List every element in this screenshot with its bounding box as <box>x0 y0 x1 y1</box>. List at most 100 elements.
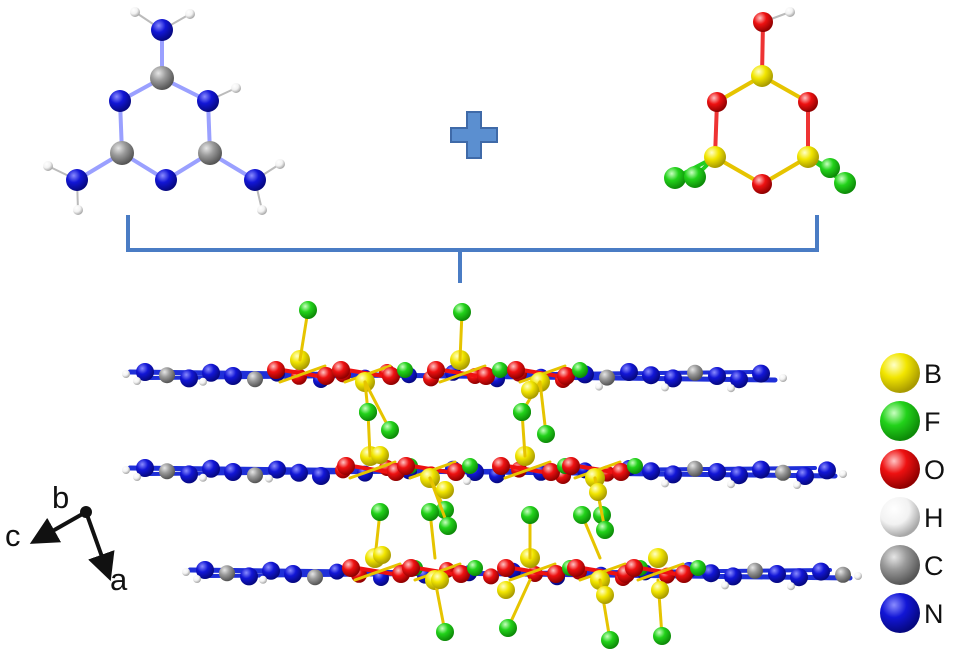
bond <box>503 460 552 480</box>
atom-b <box>648 548 668 568</box>
atom-n <box>180 465 198 484</box>
atom-n <box>196 561 214 579</box>
legend-swatch <box>880 353 920 393</box>
atom-n <box>708 367 726 385</box>
atom-o <box>547 565 565 583</box>
atom-n <box>109 90 131 112</box>
atom-b <box>521 381 539 399</box>
atom-f <box>371 503 389 521</box>
atom-c <box>198 141 222 165</box>
legend-swatch <box>880 497 920 537</box>
atom-c <box>110 141 134 165</box>
atom-f <box>436 623 454 641</box>
legend-label: N <box>924 599 944 629</box>
boroxine-molecule <box>664 7 856 194</box>
atom-n <box>730 466 748 485</box>
atom-n <box>66 169 88 191</box>
atom-n <box>202 363 220 382</box>
atom-f <box>381 421 399 439</box>
atom-o <box>402 559 420 577</box>
atom-h <box>193 575 201 583</box>
bond <box>278 364 327 384</box>
atom-h <box>793 481 801 489</box>
atom-f <box>690 560 706 576</box>
atom-o <box>567 559 585 577</box>
atom-h <box>785 7 795 17</box>
legend-item-c: C <box>880 545 944 585</box>
atom-n <box>620 363 638 381</box>
bond <box>508 562 557 582</box>
atom-c <box>159 367 175 384</box>
legend-item-h: H <box>880 497 944 537</box>
legend-swatch <box>880 449 920 489</box>
atom-h <box>595 382 603 391</box>
atom-n <box>752 364 770 383</box>
atom-f <box>834 172 856 194</box>
atom-h <box>122 466 130 474</box>
atom-c <box>247 467 263 484</box>
bracket-connector <box>126 215 819 283</box>
crystal-layer <box>122 403 847 539</box>
atom-h <box>133 377 141 385</box>
atom-o <box>753 12 773 32</box>
atom-h <box>661 479 669 488</box>
atom-h <box>727 480 735 489</box>
atom-c <box>159 463 175 480</box>
atom-f <box>820 158 840 178</box>
atom-n <box>768 565 786 583</box>
legend-swatch <box>880 545 920 585</box>
atom-n <box>812 562 830 581</box>
atom-c <box>307 569 323 586</box>
axis-b-dot <box>80 506 92 518</box>
atom-o <box>427 361 445 379</box>
atom-b <box>589 483 607 501</box>
atom-n <box>180 369 198 388</box>
atom-n <box>284 565 302 583</box>
atom-h <box>130 7 140 17</box>
axis-c-label: c <box>5 518 21 553</box>
atom-f <box>467 560 483 576</box>
atom-n <box>664 465 682 484</box>
atom-h <box>259 575 267 584</box>
atom-c <box>835 566 851 583</box>
atom-h <box>275 159 285 169</box>
atom-o <box>542 463 560 481</box>
legend-item-n: N <box>880 593 944 633</box>
legend-label: H <box>924 503 944 533</box>
bond <box>353 562 402 582</box>
atom-f <box>653 627 671 645</box>
atom-o <box>798 92 818 112</box>
atom-f <box>453 303 471 321</box>
atom-n <box>224 463 242 481</box>
atom-n <box>290 463 308 482</box>
atom-n <box>136 459 154 477</box>
atom-b <box>497 581 515 599</box>
atom-o <box>342 559 360 577</box>
atom-h <box>257 205 267 215</box>
atom-o <box>557 367 575 385</box>
melamine-molecule <box>43 7 285 215</box>
atom-n <box>136 363 154 381</box>
atom-f <box>572 362 588 378</box>
atom-f <box>596 521 614 539</box>
axis-indicator: b c a <box>5 480 128 597</box>
atom-h <box>463 477 471 485</box>
atom-o <box>752 174 772 194</box>
atom-f <box>492 362 508 378</box>
atom-n <box>268 460 286 479</box>
atom-o <box>452 565 470 583</box>
atom-o <box>483 568 499 585</box>
atom-f <box>513 403 531 421</box>
atom-b <box>596 586 614 604</box>
atom-o <box>267 361 285 379</box>
atom-n <box>664 369 682 388</box>
atom-o <box>332 361 350 379</box>
atom-o <box>477 367 495 385</box>
atom-n <box>752 460 770 479</box>
atom-b <box>651 581 669 599</box>
atom-f <box>439 517 457 535</box>
atom-o <box>707 92 727 112</box>
bond <box>363 380 392 432</box>
atom-h <box>122 370 130 378</box>
